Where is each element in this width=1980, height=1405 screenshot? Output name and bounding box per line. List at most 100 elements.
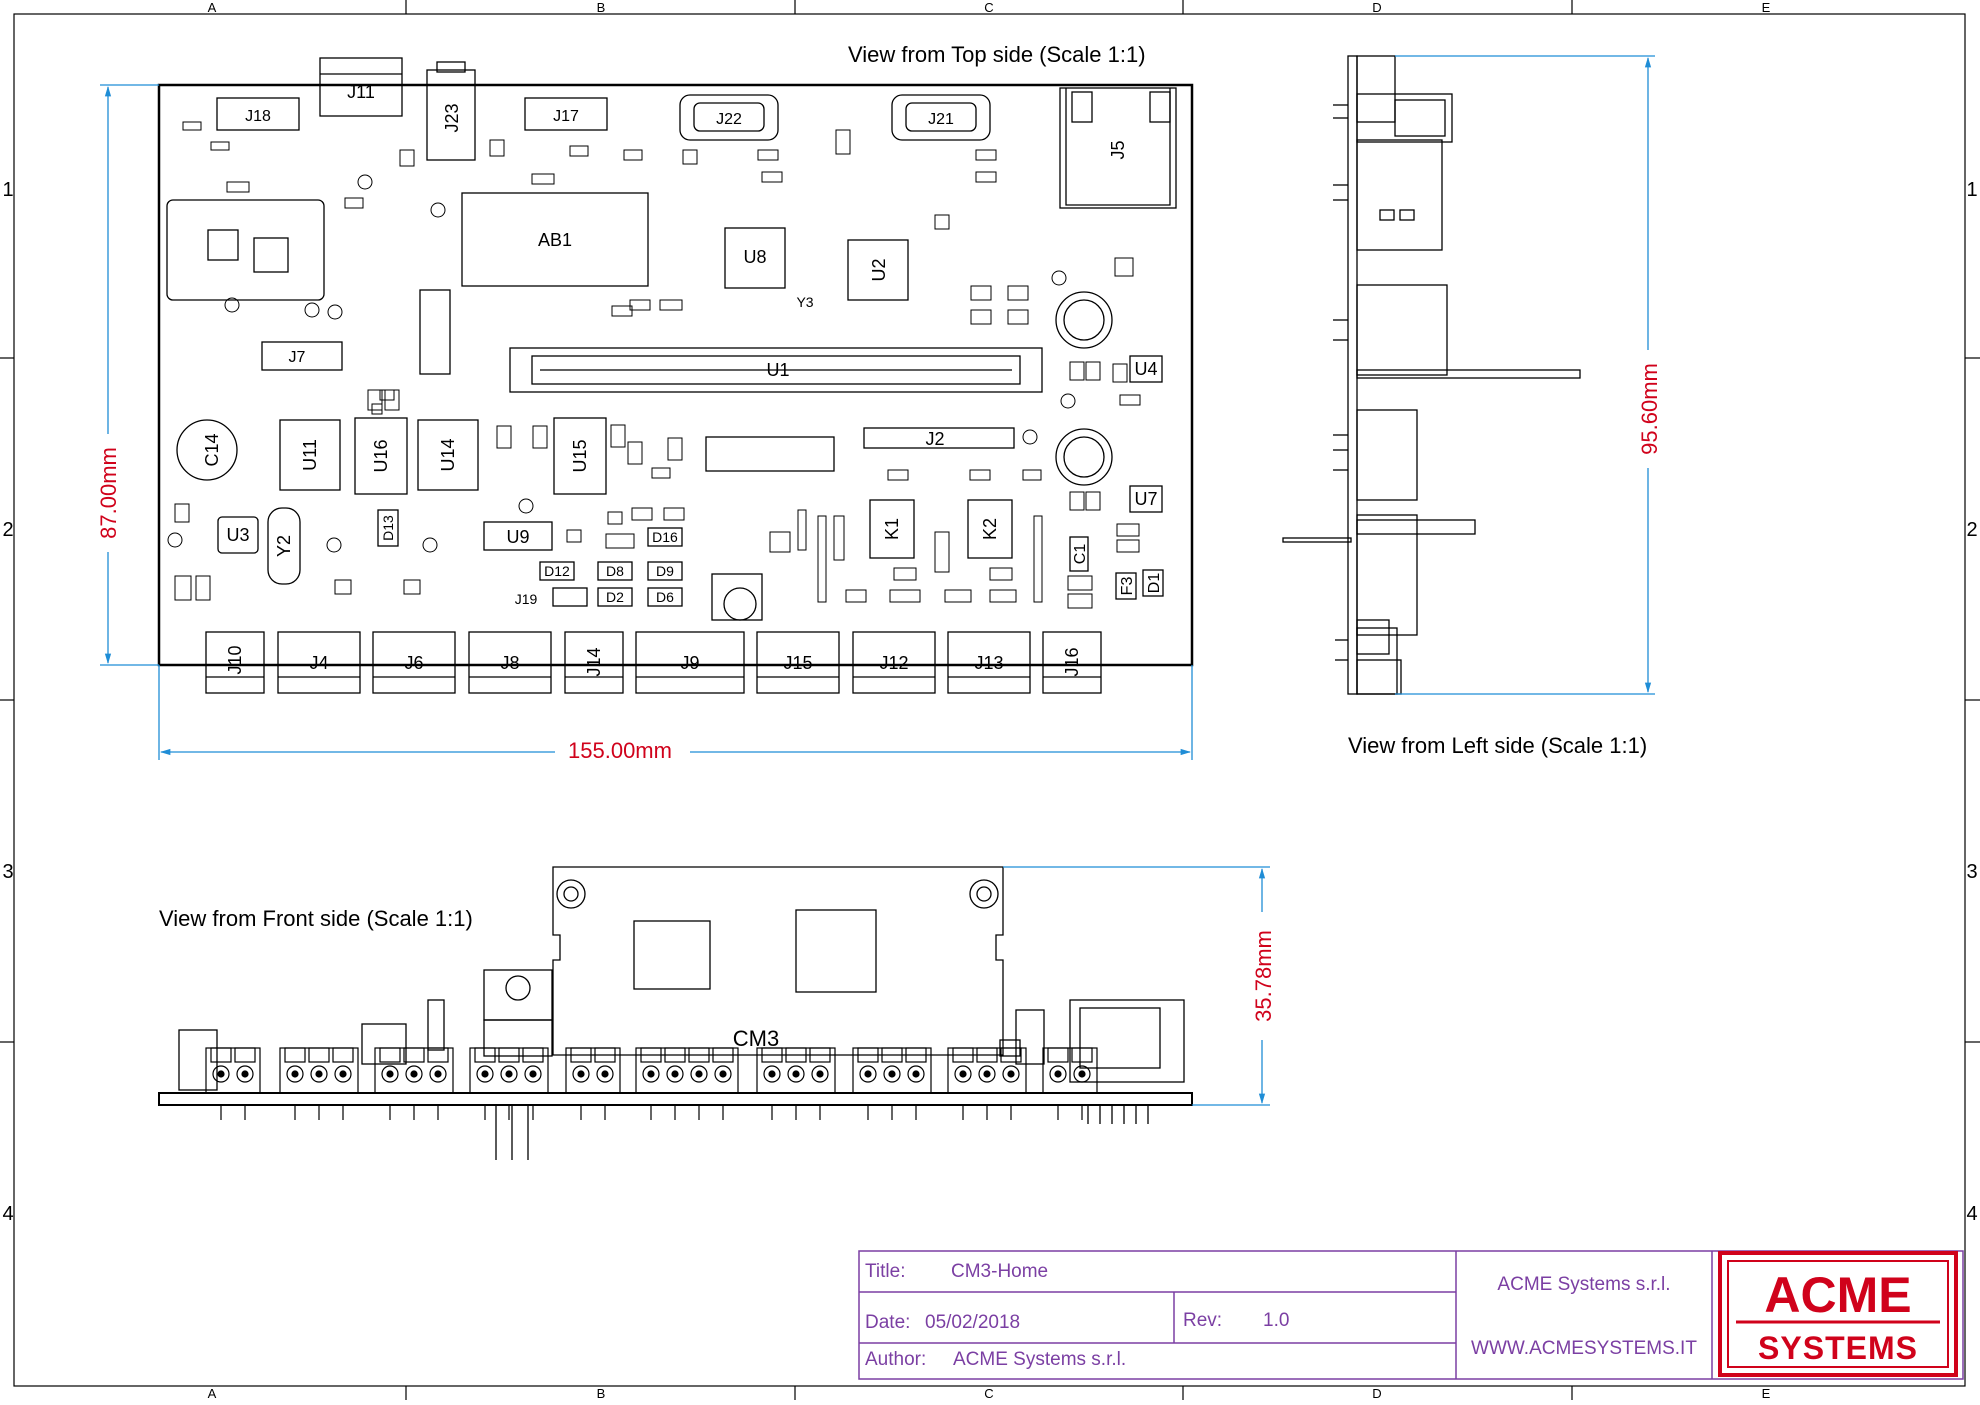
grid-col-b: B bbox=[597, 0, 606, 15]
label-j7: J7 bbox=[289, 349, 306, 366]
label-f3: F3 bbox=[1119, 577, 1136, 596]
header-2x6 bbox=[705, 436, 835, 472]
left-view-label: View from Left side (Scale 1:1) bbox=[1348, 733, 1647, 758]
u9-chip bbox=[483, 521, 553, 551]
label-d6: D6 bbox=[656, 589, 674, 605]
label-k2: K2 bbox=[980, 518, 1000, 540]
title-block bbox=[858, 1250, 1964, 1380]
grid-row-4: 4 bbox=[2, 1203, 13, 1225]
connector-j15: J15 bbox=[783, 653, 812, 673]
top-view-label: View from Top side (Scale 1:1) bbox=[848, 42, 1146, 67]
cap-top-right bbox=[1055, 291, 1113, 349]
label-j11: J11 bbox=[347, 82, 375, 102]
label-j21: J21 bbox=[928, 111, 954, 128]
tb-title-label: Title: bbox=[865, 1261, 905, 1282]
u14-chip bbox=[417, 419, 479, 491]
connector-j12: J12 bbox=[879, 653, 908, 673]
left-view-dimensions bbox=[1395, 55, 1655, 695]
j18-header bbox=[216, 97, 300, 131]
small-parts bbox=[174, 121, 1141, 609]
bottom-connectors bbox=[205, 631, 1102, 694]
tb-rev-value: 1.0 bbox=[1263, 1310, 1289, 1331]
grid-row-1: 1 bbox=[2, 179, 13, 201]
tb-website: WWW.ACMESYSTEMS.IT bbox=[1471, 1338, 1697, 1359]
acme-logo: ACME SYSTEMS bbox=[1718, 1251, 1958, 1377]
wifi-module bbox=[166, 199, 325, 301]
label-d16: D16 bbox=[652, 529, 678, 545]
front-view-label: View from Front side (Scale 1:1) bbox=[159, 906, 473, 931]
grid-col-a: A bbox=[208, 0, 217, 15]
label-c1: C1 bbox=[1072, 544, 1089, 565]
left-board-edge bbox=[1347, 55, 1358, 695]
tb-company: ACME Systems s.r.l. bbox=[1497, 1274, 1670, 1295]
k1-relay bbox=[869, 499, 915, 559]
label-u8: U8 bbox=[743, 247, 766, 267]
j11-connector bbox=[319, 57, 403, 117]
label-u4: U4 bbox=[1134, 359, 1157, 379]
label-j23: J23 bbox=[442, 103, 462, 132]
label-u3: U3 bbox=[226, 525, 249, 545]
label-ab1: AB1 bbox=[538, 230, 572, 250]
u1-connector bbox=[509, 347, 1043, 393]
label-j19: J19 bbox=[515, 591, 538, 607]
label-j22: J22 bbox=[716, 111, 742, 128]
tb-author-value: ACME Systems s.r.l. bbox=[953, 1349, 1126, 1370]
front-terminal-block bbox=[565, 1047, 621, 1094]
logo-acme-text: ACME bbox=[1764, 1267, 1911, 1323]
u2-chip bbox=[847, 239, 909, 301]
front-view-dimensions bbox=[1003, 866, 1270, 1106]
label-y2: Y2 bbox=[274, 535, 294, 557]
label-j5: J5 bbox=[1108, 140, 1128, 159]
label-j18: J18 bbox=[245, 108, 271, 125]
grid-col-d: D bbox=[1372, 0, 1381, 15]
label-d13: D13 bbox=[380, 515, 396, 541]
grid-row-4-right: 4 bbox=[1966, 1203, 1977, 1225]
trimmer bbox=[723, 587, 757, 621]
front-terminal-block bbox=[1042, 1047, 1098, 1094]
d13-diode bbox=[377, 509, 399, 547]
d1-diode bbox=[1142, 569, 1164, 597]
top-view-labels: J11 J18 J17 J22 J21 AB1 U8 U1 J2 J7 J19 … bbox=[226, 82, 1157, 607]
y2-crystal bbox=[267, 507, 301, 585]
dim-front-height: 35.78mm bbox=[1251, 930, 1276, 1022]
label-u11: U11 bbox=[300, 439, 320, 471]
label-u15: U15 bbox=[570, 439, 590, 472]
j17-header bbox=[524, 97, 608, 131]
connector-j13: J13 bbox=[974, 653, 1003, 673]
tb-author-label: Author: bbox=[865, 1349, 926, 1370]
grid-row-2: 2 bbox=[2, 519, 13, 541]
label-d1: D1 bbox=[1146, 573, 1163, 594]
j7-header bbox=[261, 341, 343, 371]
label-y3: Y3 bbox=[796, 294, 813, 310]
label-c14: C14 bbox=[202, 433, 222, 466]
label-u7: U7 bbox=[1134, 489, 1157, 509]
front-terminal-block bbox=[635, 1047, 739, 1094]
title-block-text: Title: CM3-Home Date: 05/02/2018 Rev: 1.… bbox=[865, 1261, 1697, 1370]
c14-capacitor bbox=[176, 419, 238, 481]
j23-connector bbox=[426, 69, 476, 161]
label-u9: U9 bbox=[506, 527, 529, 547]
cap-bottom-right bbox=[1055, 428, 1113, 486]
label-d12: D12 bbox=[544, 563, 570, 579]
grid-col-c: C bbox=[984, 0, 993, 15]
label-u2: U2 bbox=[869, 258, 889, 281]
grid-col-b-bottom: B bbox=[597, 1386, 606, 1400]
label-u1: U1 bbox=[766, 360, 789, 380]
label-d2: D2 bbox=[606, 589, 624, 605]
label-j17: J17 bbox=[553, 108, 579, 125]
label-u16: U16 bbox=[371, 439, 391, 472]
u16-chip bbox=[354, 417, 408, 495]
front-module-label: CM3 bbox=[733, 1026, 779, 1051]
connector-j6: J6 bbox=[404, 653, 423, 673]
connector-j16: J16 bbox=[1062, 647, 1082, 676]
u4-chip bbox=[1129, 355, 1163, 383]
test-points bbox=[167, 174, 1076, 553]
u7-chip bbox=[1129, 485, 1163, 513]
connector-j8: J8 bbox=[500, 653, 519, 673]
connector-j9: J9 bbox=[680, 653, 699, 673]
grid-col-e: E bbox=[1762, 0, 1771, 15]
grid-col-a-bottom: A bbox=[208, 1386, 217, 1400]
tb-title-value: CM3-Home bbox=[951, 1261, 1048, 1282]
